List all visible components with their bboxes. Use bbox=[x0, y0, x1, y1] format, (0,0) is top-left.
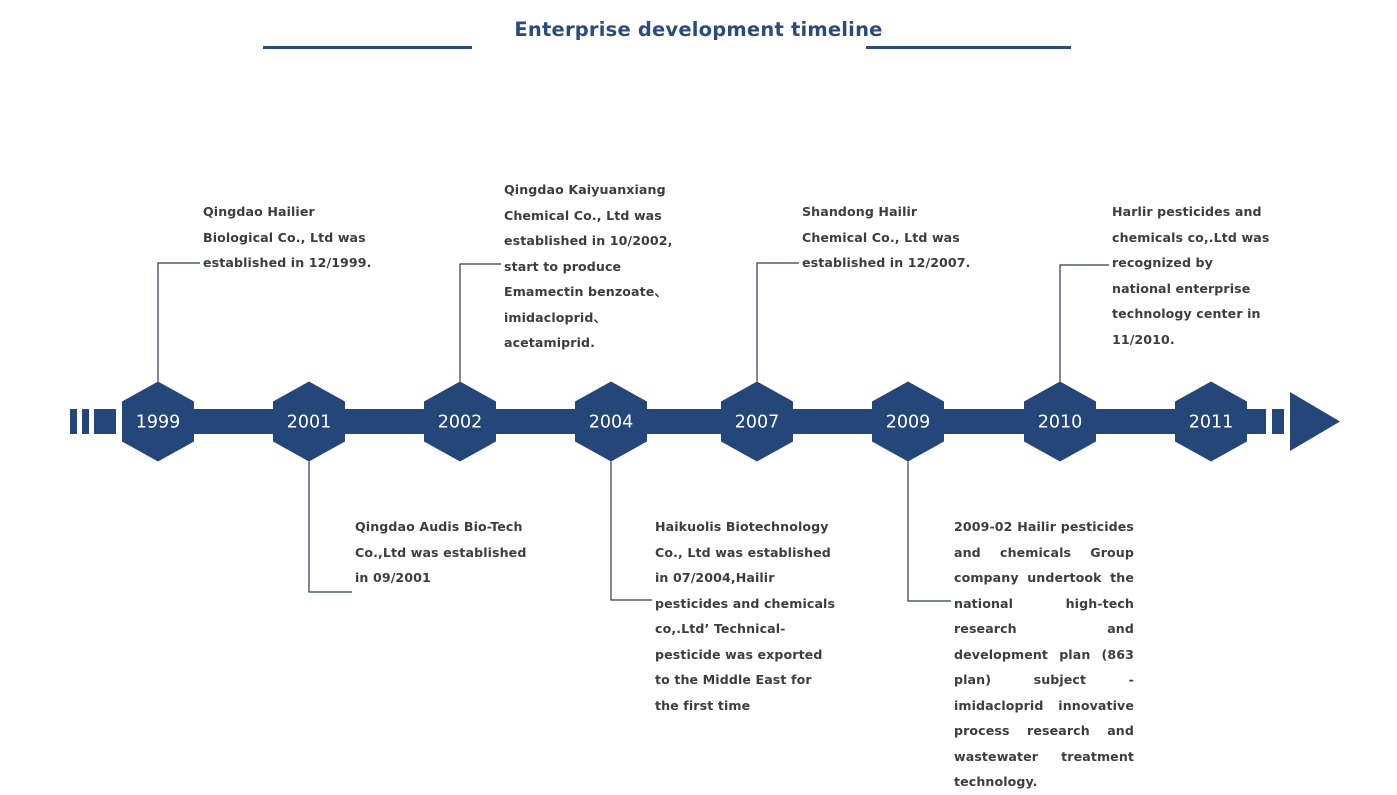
node-group: 1999 2001 2002 2004 2007 2009 2010 2011 bbox=[122, 381, 1247, 462]
note-2002: Qingdao Kaiyuanxiang Chemical Co., Ltd w… bbox=[504, 182, 673, 350]
node-year-label-2011: 2011 bbox=[1189, 413, 1234, 433]
timeline-node-2011[interactable] bbox=[1175, 381, 1247, 462]
node-year-label-2010: 2010 bbox=[1038, 413, 1083, 433]
note-2009: 2009-02 Hailir pesticides and chemicals … bbox=[954, 519, 1134, 789]
timeline-node-1999[interactable] bbox=[122, 381, 194, 462]
note-1999: Qingdao Hailier Biological Co., Ltd was … bbox=[203, 204, 372, 270]
page-title: Enterprise development timeline bbox=[514, 18, 883, 41]
connector-2002 bbox=[459, 263, 501, 382]
note-2007: Shandong Hailir Chemical Co., Ltd was es… bbox=[802, 204, 971, 270]
connector-2004 bbox=[610, 461, 652, 601]
track-dash-4 bbox=[1244, 409, 1266, 434]
track-arrow-icon bbox=[1290, 392, 1340, 451]
connector-2009 bbox=[907, 461, 951, 602]
timeline-track bbox=[70, 392, 1340, 451]
title-rule-right bbox=[866, 46, 1071, 49]
connector-2010 bbox=[1059, 264, 1109, 382]
track-dash-1 bbox=[70, 409, 77, 434]
note-2001: Qingdao Audis Bio-Tech Co.,Ltd was estab… bbox=[355, 519, 527, 585]
track-dash-5 bbox=[1272, 409, 1284, 434]
timeline-node-2007[interactable] bbox=[721, 381, 793, 462]
timeline-node-2002[interactable] bbox=[424, 381, 496, 462]
note-2010: Harlir pesticides and chemicals co,.Ltd … bbox=[1112, 204, 1270, 347]
page-title-wrap: Enterprise development timeline bbox=[0, 20, 1397, 40]
title-rule-left bbox=[263, 46, 472, 49]
track-dash-2 bbox=[82, 409, 89, 434]
node-year-label-2002: 2002 bbox=[438, 413, 483, 433]
node-year-label-2009: 2009 bbox=[886, 413, 931, 433]
note-2004: Haikuolis Biotechnology Co., Ltd was est… bbox=[655, 519, 836, 713]
node-year-label-2007: 2007 bbox=[735, 413, 780, 433]
timeline-node-2004[interactable] bbox=[575, 381, 647, 462]
track-dash-3 bbox=[94, 409, 116, 434]
timeline-node-2001[interactable] bbox=[273, 381, 345, 462]
timeline-node-2010[interactable] bbox=[1024, 381, 1096, 462]
node-year-label-1999: 1999 bbox=[136, 413, 181, 433]
connector-2001 bbox=[308, 461, 352, 593]
connector-2007 bbox=[756, 262, 799, 382]
connector-group bbox=[157, 262, 1109, 602]
connector-1999 bbox=[157, 262, 200, 382]
timeline-node-2009[interactable] bbox=[872, 381, 944, 462]
node-year-label-2004: 2004 bbox=[589, 413, 634, 433]
node-year-label-2001: 2001 bbox=[287, 413, 332, 433]
